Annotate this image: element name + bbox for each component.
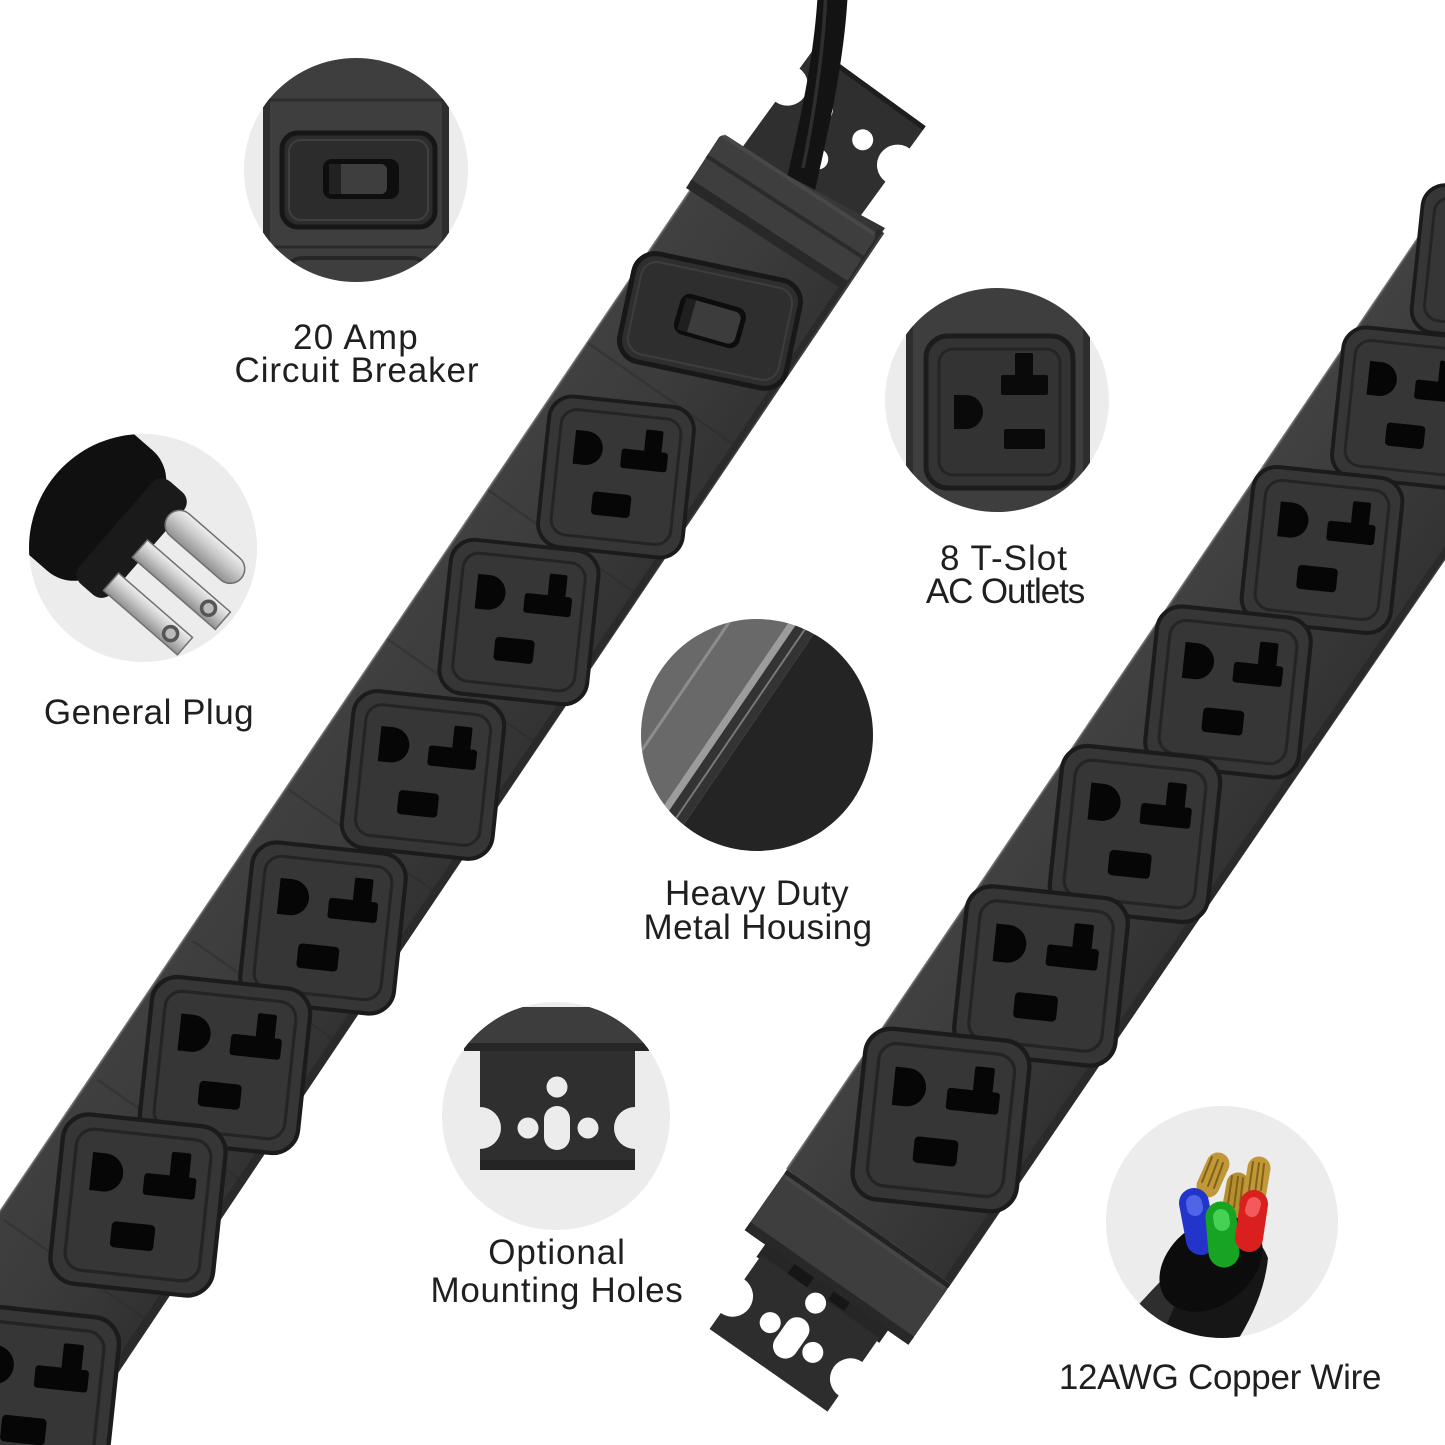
- svg-text:Metal Housing: Metal Housing: [644, 908, 873, 947]
- svg-text:Heavy Duty: Heavy Duty: [665, 874, 849, 913]
- svg-text:General Plug: General Plug: [44, 693, 254, 732]
- svg-text:12AWG Copper Wire: 12AWG Copper Wire: [1059, 1358, 1381, 1397]
- svg-text:20 Amp: 20 Amp: [293, 318, 419, 357]
- svg-text:Circuit Breaker: Circuit Breaker: [235, 351, 480, 390]
- svg-text:AC Outlets: AC Outlets: [926, 572, 1085, 611]
- svg-text:8 T-Slot: 8 T-Slot: [940, 539, 1068, 578]
- svg-text:Mounting Holes: Mounting Holes: [431, 1271, 684, 1310]
- svg-text:Optional: Optional: [488, 1233, 626, 1272]
